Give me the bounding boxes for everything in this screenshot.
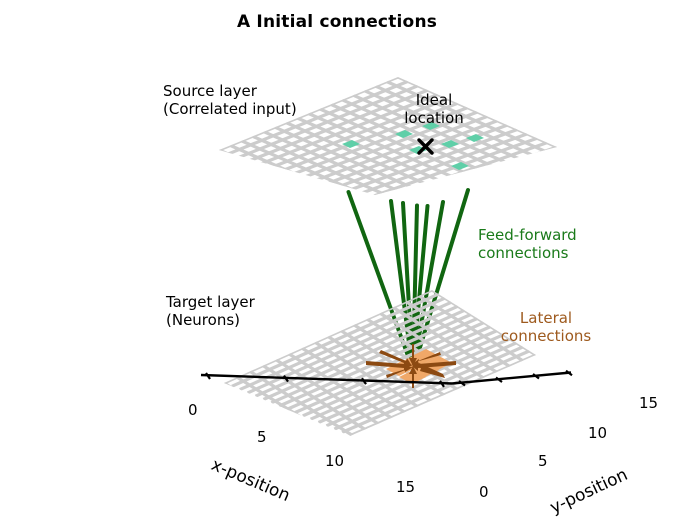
target-layer-label: Target layer(Neurons): [166, 293, 255, 329]
x-tick-label-2: 10: [325, 452, 345, 470]
target-layer-label-line2: (Neurons): [166, 311, 240, 329]
target-layer-plane: [224, 290, 536, 436]
figure-title: A Initial connections: [236, 12, 438, 32]
axis-lines: [200, 371, 572, 385]
feedforward-label-line2: connections: [478, 244, 569, 262]
lateral-connection-arrows: [366, 344, 456, 388]
lateral-label-line2: connections: [500, 327, 592, 345]
ideal-location-marker: [417, 138, 434, 155]
feedforward-label-line1: Feed-forward: [478, 226, 577, 244]
target-layer-label-line1: Target layer: [166, 293, 255, 311]
x-tick-label-1: 5: [257, 428, 267, 446]
y-tick-label-3: 15: [639, 394, 659, 412]
source-layer-plane: [219, 77, 557, 195]
y-tick-label-0: 0: [479, 483, 489, 501]
x-tick-label-3: 15: [396, 478, 416, 496]
y-axis-line: [451, 371, 572, 385]
x-tick-label-0: 0: [188, 401, 198, 419]
axis-ticks: [205, 369, 573, 388]
ideal-location-label-line2: location: [404, 109, 464, 127]
ideal-location-label-line1: Ideal: [415, 91, 453, 109]
source-active-cells: [342, 122, 484, 170]
y-tick-label-2: 10: [588, 424, 608, 442]
x-axis-line: [200, 373, 453, 385]
source-layer-label-line1: Source layer: [163, 82, 257, 100]
source-layer-label-line2: (Correlated input): [163, 100, 297, 118]
target-layer-grid: [224, 290, 536, 436]
lateral-label-line1: Lateral: [519, 309, 573, 327]
source-layer-label: Source layer(Correlated input): [163, 82, 297, 118]
y-tick-label-1: 5: [538, 452, 548, 470]
